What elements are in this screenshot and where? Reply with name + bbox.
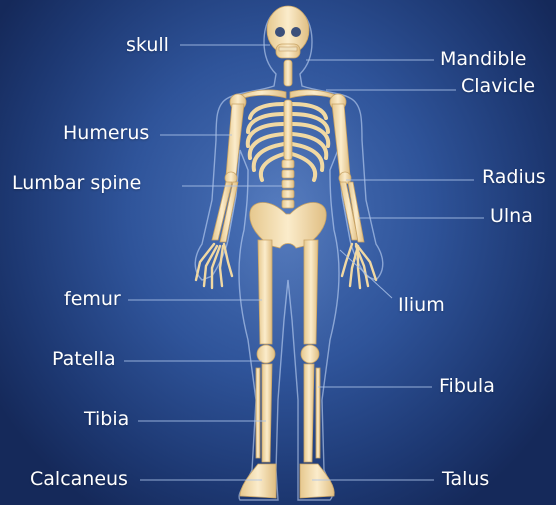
- right-hand: [340, 242, 378, 290]
- label-tibia: Tibia: [84, 408, 130, 430]
- ulna-bone: [219, 181, 239, 243]
- label-radius: Radius: [482, 166, 546, 188]
- patella-bone: [256, 344, 276, 364]
- label-calcaneus: Calcaneus: [30, 468, 128, 490]
- lumbar-spine-bone: [281, 159, 295, 209]
- label-talus: Talus: [442, 468, 490, 490]
- left-hand: [194, 242, 234, 290]
- label-clavicle: Clavicle: [461, 75, 536, 97]
- label-patella: Patella: [52, 348, 116, 370]
- bones: [194, 5, 378, 499]
- rib-cage: [245, 102, 331, 182]
- label-ilium: Ilium: [398, 294, 445, 316]
- label-femur: femur: [64, 288, 121, 310]
- tibia-bone: [261, 363, 273, 463]
- leader-lines: [124, 44, 484, 481]
- radius-bone: [211, 181, 233, 241]
- sternum: [283, 99, 293, 161]
- label-mandible: Mandible: [440, 48, 527, 70]
- leader-ilium: [339, 249, 393, 299]
- femur-bone: [257, 239, 273, 345]
- label-ulna: Ulna: [490, 205, 533, 227]
- label-humerus: Humerus: [63, 122, 150, 144]
- calcaneus-bone: [239, 463, 277, 499]
- label-skull: skull: [126, 34, 169, 56]
- label-lumbar-spine: Lumbar spine: [12, 172, 142, 194]
- talus-bone: [299, 463, 335, 499]
- label-fibula: Fibula: [439, 375, 495, 397]
- fibula-bone: [255, 367, 261, 459]
